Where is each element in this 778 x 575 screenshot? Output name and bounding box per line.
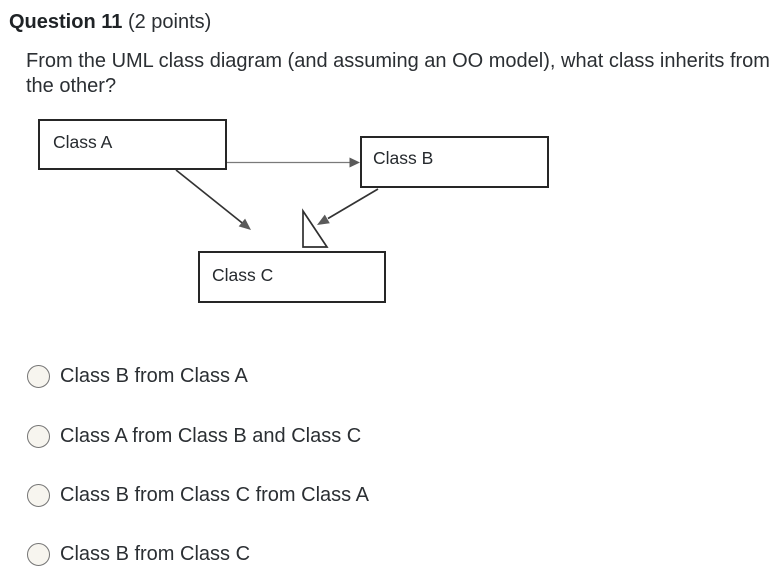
answer-option-1[interactable]: Class B from Class A	[27, 364, 248, 389]
class-a-box	[38, 119, 227, 170]
radio-button-option-3[interactable]	[27, 484, 50, 507]
arrow-a-to-c-head-icon	[238, 218, 251, 230]
arrow-a-to-b-head-icon	[349, 157, 360, 168]
class-b-box	[360, 136, 549, 188]
answer-option-2-label[interactable]: Class A from Class B and Class C	[60, 425, 362, 447]
answer-option-4-label[interactable]: Class B from Class C	[60, 543, 251, 565]
class-b-label: Class B	[373, 148, 433, 168]
radio-button-option-4[interactable]	[27, 543, 50, 566]
uml-class-diagram: Class A Class B Class C	[38, 119, 549, 303]
question-text: From the UML class diagram (and assuming…	[26, 49, 770, 99]
answer-option-3-label[interactable]: Class B from Class C from Class A	[60, 484, 369, 506]
answer-option-4[interactable]: Class B from Class C	[27, 542, 250, 567]
arrow-b-to-c-head-icon	[317, 214, 330, 225]
question-title: Question 11	[9, 11, 123, 33]
generalization-triangle-icon	[302, 208, 329, 248]
question-header: Question 11 (2 points)	[9, 10, 211, 34]
radio-button-option-2[interactable]	[27, 425, 50, 448]
class-c-label: Class C	[212, 265, 273, 285]
answer-option-1-label[interactable]: Class B from Class A	[60, 365, 248, 387]
class-a-label: Class A	[53, 132, 113, 152]
radio-button-option-1[interactable]	[27, 365, 50, 388]
question-points: (2 points)	[127, 11, 212, 33]
question-text-line-1: From the UML class diagram (and assuming…	[26, 50, 770, 72]
question-text-line-2: the other?	[26, 75, 117, 97]
arrow-b-to-c-line	[327, 188, 379, 220]
class-c-box	[198, 251, 386, 303]
answer-option-2[interactable]: Class A from Class B and Class C	[27, 424, 361, 449]
answer-option-3[interactable]: Class B from Class C from Class A	[27, 483, 369, 508]
arrow-a-to-c-line	[175, 169, 245, 225]
